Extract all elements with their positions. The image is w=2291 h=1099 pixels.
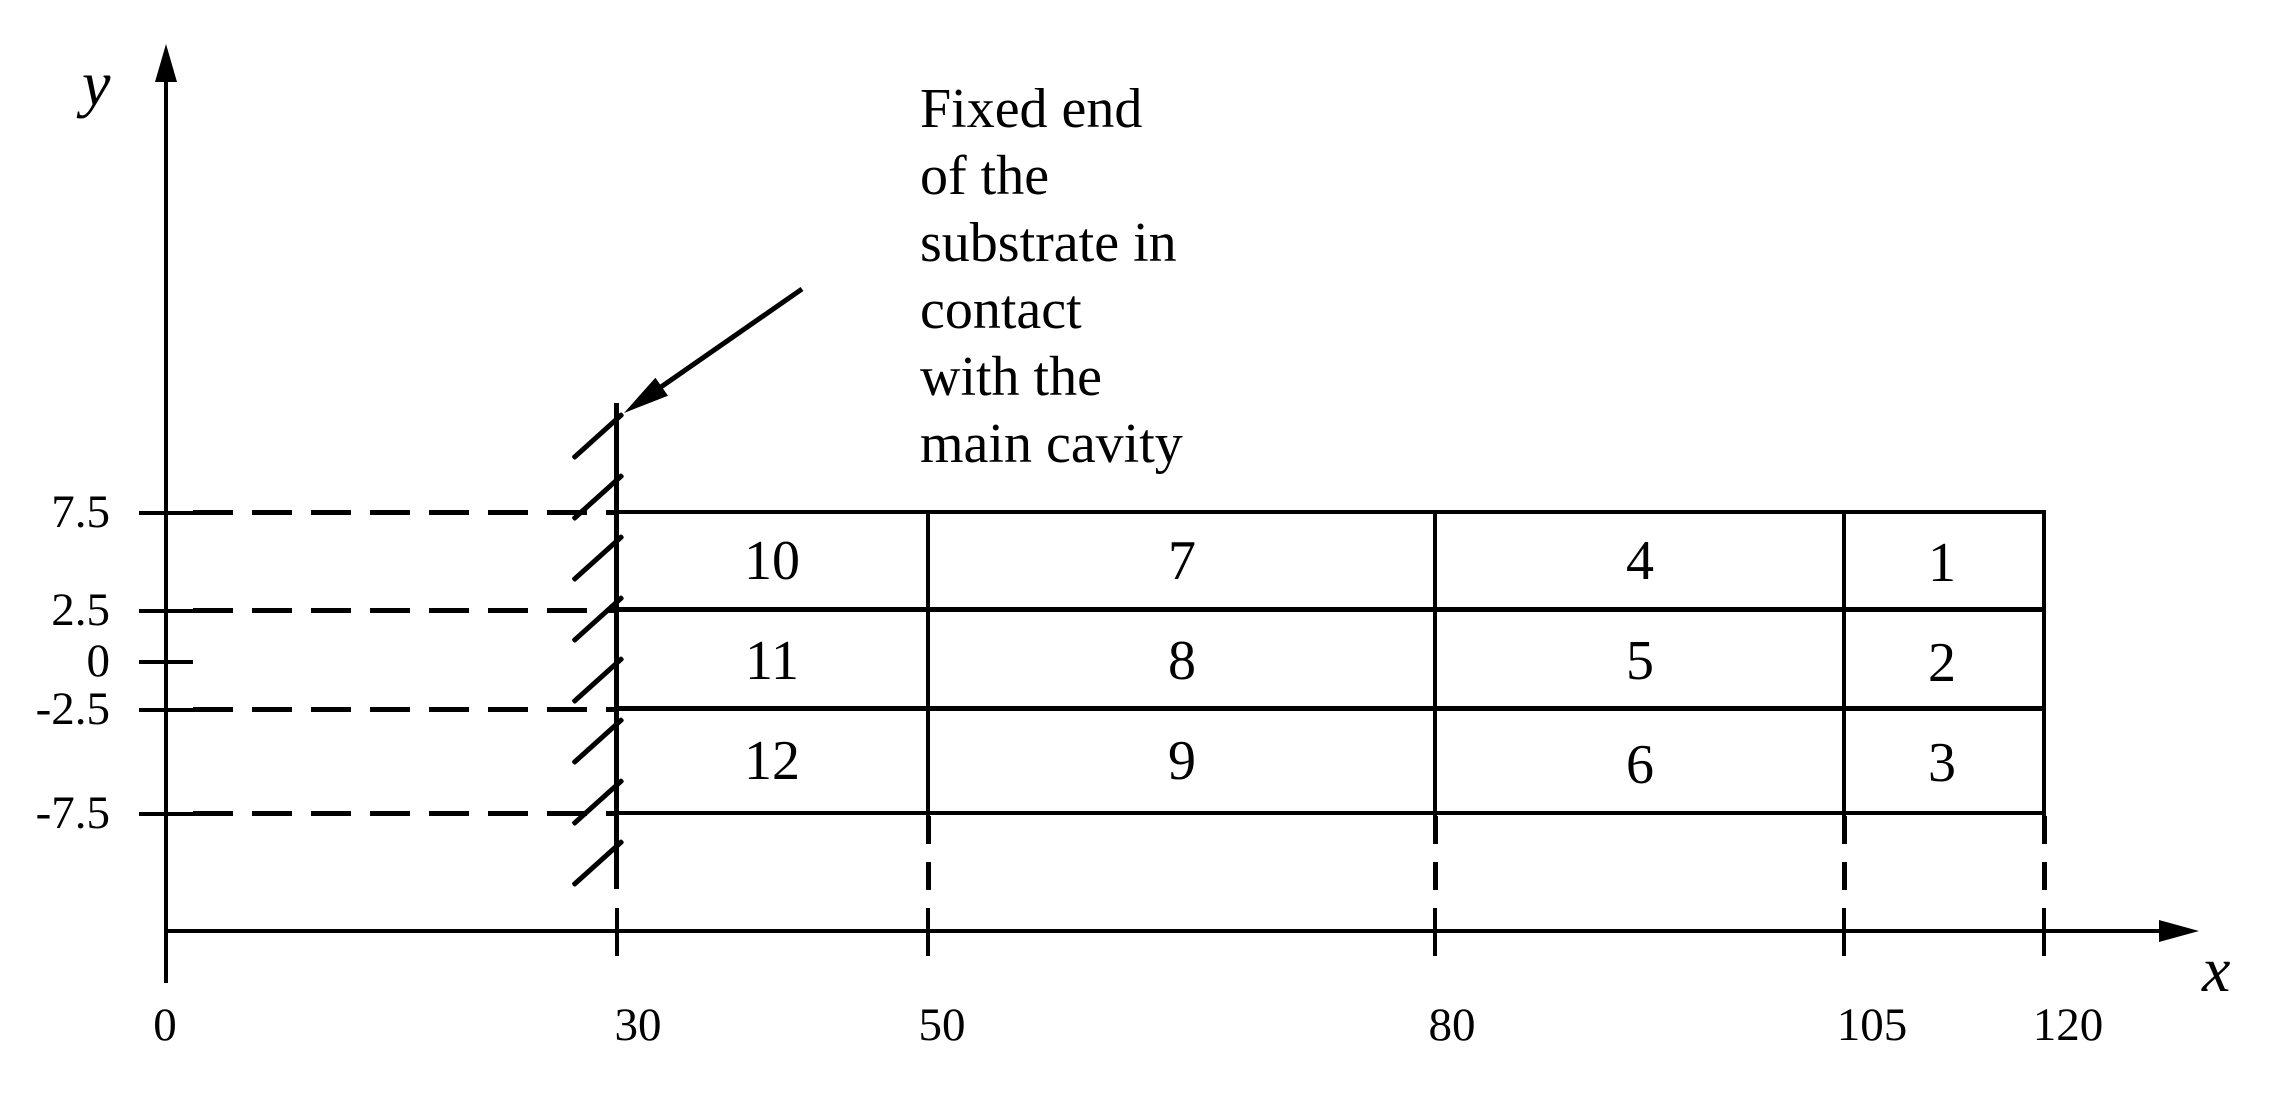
annotation-line: Fixed end	[920, 78, 1143, 140]
grid-row-line	[617, 706, 2046, 711]
dashed-reference-line-y7p5	[193, 510, 617, 515]
leader-arrowhead-icon	[624, 377, 668, 413]
y-tick	[139, 812, 193, 816]
x-axis-arrowhead-icon	[2159, 920, 2199, 942]
dashed-reference-line-ym7p5	[193, 811, 617, 816]
mesh-cell-label: 10	[744, 530, 800, 592]
x-tick-label: 50	[918, 999, 966, 1051]
dashed-drop-line-x120	[2042, 816, 2047, 906]
x-tick	[1433, 908, 1437, 956]
mesh-cell-label: 9	[1168, 730, 1196, 792]
y-axis-label: y	[82, 48, 111, 119]
y-tick-label: 0	[86, 635, 111, 687]
grid-bottom-line	[617, 811, 2046, 815]
x-tick	[615, 908, 619, 956]
dashed-reference-line-ym2p5	[193, 707, 617, 712]
annotation-line: with the	[920, 346, 1102, 408]
mesh-cell-label: 8	[1168, 630, 1196, 692]
y-tick	[139, 511, 193, 515]
grid-column-line	[1433, 510, 1437, 816]
mesh-cell-label: 1	[1928, 532, 1956, 594]
mesh-cell-label: 6	[1626, 734, 1654, 796]
y-tick-label: -2.5	[35, 683, 110, 735]
y-axis-line	[164, 70, 168, 983]
annotation-line: main cavity	[920, 413, 1183, 475]
grid-right-line	[2042, 510, 2046, 816]
dashed-drop-line-x50	[926, 816, 931, 906]
x-tick	[1842, 908, 1846, 956]
x-tick-label: 120	[2032, 999, 2104, 1051]
grid-top-line	[617, 510, 2046, 514]
dashed-drop-line-x105	[1842, 816, 1847, 906]
mesh-cell-label: 12	[744, 730, 800, 792]
x-tick-label: 30	[614, 999, 662, 1051]
mesh-cell-label: 2	[1928, 632, 1956, 694]
annotation-line: substrate in	[920, 212, 1177, 274]
y-tick	[139, 609, 193, 613]
x-tick	[2042, 908, 2046, 956]
x-tick-label: 105	[1836, 999, 1908, 1051]
mesh-cell-label: 7	[1168, 530, 1196, 592]
mesh-cell-label: 4	[1626, 530, 1654, 592]
leader-arrow-line	[646, 286, 804, 399]
annotation-line: of the	[920, 145, 1050, 207]
dashed-reference-line-y2p5	[193, 608, 617, 613]
grid-column-line	[926, 510, 930, 816]
mesh-cell-label: 3	[1928, 732, 1956, 794]
y-tick	[139, 660, 193, 664]
y-tick	[139, 708, 193, 712]
y-axis-arrowhead-icon	[155, 44, 177, 82]
x-tick	[926, 908, 930, 956]
mesh-cell-label: 11	[745, 630, 799, 692]
annotation-line: contact	[920, 279, 1082, 341]
x-axis-line	[164, 929, 2164, 933]
grid-column-line	[1842, 510, 1846, 816]
x-tick-label: 80	[1428, 999, 1476, 1051]
annotation-text: Fixed end of the substrate in contact wi…	[920, 76, 1350, 478]
x-axis-label: x	[2202, 934, 2231, 1005]
x-tick-label: 0	[153, 999, 177, 1051]
grid-row-line	[617, 607, 2046, 612]
mesh-cell-label: 5	[1626, 630, 1654, 692]
dashed-drop-line-x80	[1433, 816, 1438, 906]
y-tick-label: 2.5	[51, 584, 110, 636]
fixed-wall-line	[614, 403, 619, 889]
y-tick-label: 7.5	[51, 486, 110, 538]
y-tick-label: -7.5	[35, 787, 110, 839]
